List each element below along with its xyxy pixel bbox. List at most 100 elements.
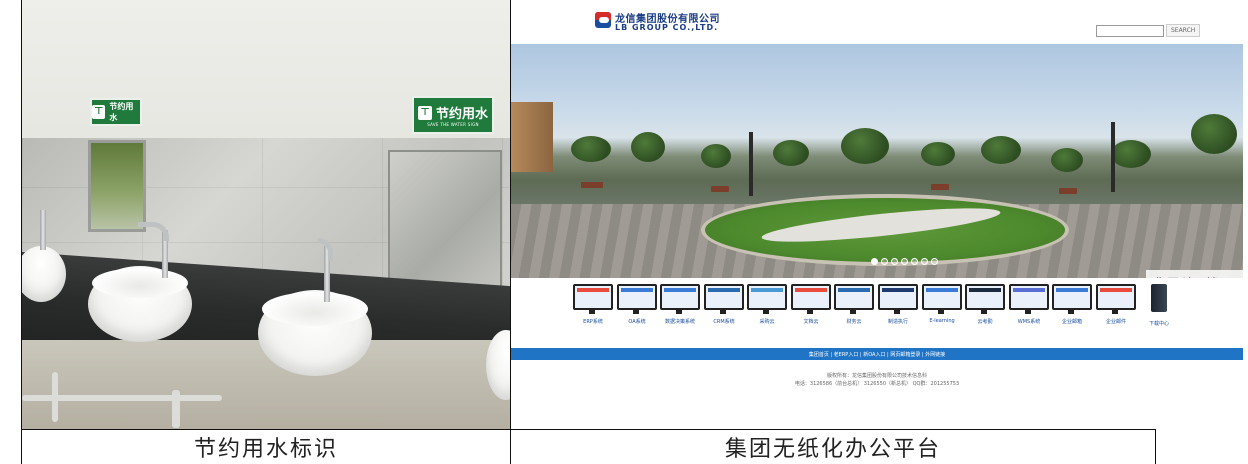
system-link[interactable]: CRM系统 (702, 284, 746, 325)
monitor-icon (747, 284, 787, 314)
system-link[interactable]: 数据决策系统 (658, 284, 702, 325)
faucet-icon: ⊤ (417, 105, 432, 120)
bonsai-pot (711, 186, 729, 192)
slider-dot[interactable] (881, 258, 888, 265)
system-link[interactable]: 云考勤 (963, 284, 1007, 325)
monitor-screen-bar (1100, 288, 1132, 292)
system-link-label: 云考勤 (977, 319, 993, 325)
system-link[interactable]: ERP系统 (571, 284, 615, 325)
drain-pipe (22, 395, 222, 401)
slider-dot[interactable] (921, 258, 928, 265)
portal-header: 龙信集团股份有限公司 LB GROUP CO.,LTD. SEARCH (511, 0, 1243, 44)
monitor-icon (922, 284, 962, 314)
search-input[interactable] (1096, 25, 1164, 37)
building (511, 102, 553, 172)
footer-contact: 电话：3126586（前台总机） 3126550（新总机） QQ群：201255… (794, 381, 960, 387)
system-link-label: 企业邮件 (1105, 319, 1126, 325)
system-link[interactable]: 下载中心 (1137, 284, 1181, 327)
footer-copyright: 版权所有：龙信集团股份有限公司技术信息科 (826, 373, 927, 379)
bonsai-pot (581, 182, 603, 188)
system-link[interactable]: WMS系统 (1007, 284, 1051, 325)
bonsai-pot (931, 184, 949, 190)
monitor-icon (878, 284, 918, 314)
sign-small-text: 节约用水 (109, 102, 134, 122)
monitor-screen-bar (708, 288, 740, 292)
monitor-icon (791, 284, 831, 314)
system-link-label: 财务云 (846, 319, 862, 325)
bonsai-tree (571, 136, 611, 162)
monitor-icon (1009, 284, 1049, 314)
system-link[interactable]: 采购云 (745, 284, 789, 325)
system-link[interactable]: 制造执行 (876, 284, 920, 325)
faucet (162, 230, 168, 278)
bonsai-tree (841, 128, 889, 164)
monitor-icon (1052, 284, 1092, 314)
monitor-icon (704, 284, 744, 314)
company-name-cn: 龙信集团股份有限公司 (615, 14, 720, 25)
system-link[interactable]: 企业邮箱 (1050, 284, 1094, 325)
monitor-screen-bar (1013, 288, 1045, 292)
monitor-screen-bar (621, 288, 653, 292)
system-link[interactable]: 财务云 (832, 284, 876, 325)
faucet-spout (318, 238, 333, 261)
system-link-label: OA系统 (628, 319, 646, 325)
slider-dot[interactable] (911, 258, 918, 265)
monitor-icon (965, 284, 1005, 314)
bonsai-tree (1191, 114, 1237, 154)
washroom-scene: ⊤ 节约用水 ⊤ 节约用水 SAVE THE WATER SIGN (22, 0, 510, 429)
water-saving-sign-small: ⊤ 节约用水 (90, 98, 142, 126)
slider-dot[interactable] (931, 258, 938, 265)
system-link-label: CRM系统 (713, 319, 735, 325)
bonsai-pot (1059, 188, 1077, 194)
bonsai-tree (631, 132, 665, 162)
sink (22, 246, 66, 302)
slider-dot[interactable] (901, 258, 908, 265)
system-link[interactable]: 文档云 (789, 284, 833, 325)
slider-dot[interactable] (891, 258, 898, 265)
bonsai-tree (701, 144, 731, 168)
monitor-screen-bar (882, 288, 914, 292)
faucet-icon: ⊤ (92, 105, 106, 119)
caption-right: 集团无纸化办公平台 (510, 429, 1156, 464)
faucet (324, 246, 330, 302)
system-link-label: WMS系统 (1017, 319, 1041, 325)
water-saving-sign-large: ⊤ 节约用水 SAVE THE WATER SIGN (412, 96, 494, 134)
sign-large-subtext: SAVE THE WATER SIGN (427, 122, 479, 127)
sign-large-text: 节约用水 (435, 107, 488, 122)
bonsai-tree (1051, 148, 1083, 172)
banner-slider[interactable]: 集团科研楼 (511, 44, 1243, 278)
monitor-icon (573, 284, 613, 314)
monitor-icon (617, 284, 657, 314)
sink-basin (92, 268, 188, 298)
company-name-en: LB GROUP CO.,LTD. (615, 23, 719, 32)
window (88, 140, 146, 232)
bonsai-tree (1111, 140, 1151, 168)
system-link-label: 采购云 (759, 319, 775, 325)
faucet (40, 210, 46, 250)
system-link[interactable]: 企业邮件 (1094, 284, 1138, 325)
sink-basin (262, 292, 368, 326)
bonsai-tree (773, 140, 809, 166)
search-button[interactable]: SEARCH (1166, 24, 1201, 37)
monitor-screen-bar (795, 288, 827, 292)
monitor-screen-bar (664, 288, 696, 292)
monitor-icon (660, 284, 700, 314)
monitor-screen-bar (1056, 288, 1088, 292)
monitor-icon (1096, 284, 1136, 314)
mirror (388, 150, 502, 288)
system-link[interactable]: E-learning (920, 284, 964, 324)
slider-dot[interactable] (871, 258, 878, 265)
paperless-platform-screenshot: 龙信集团股份有限公司 LB GROUP CO.,LTD. SEARCH (510, 0, 1243, 430)
banner-caption: 集团科研楼 (1146, 270, 1243, 278)
monitor-screen-bar (969, 288, 1001, 292)
system-link[interactable]: OA系统 (615, 284, 659, 325)
drain-pipe (172, 390, 180, 428)
slider-dots[interactable] (871, 258, 938, 265)
system-link-label: 文档云 (803, 319, 819, 325)
footer-nav-bar[interactable]: 集团首页 | 老ERP入口 | 新OA入口 | 网页邮箱登录 | 外网链接 (511, 348, 1243, 360)
system-link-label: 企业邮箱 (1061, 319, 1082, 325)
portal-page: 龙信集团股份有限公司 LB GROUP CO.,LTD. SEARCH (511, 0, 1243, 430)
sign-large-row: ⊤ 节约用水 (417, 103, 488, 122)
bonsai-tree (921, 142, 955, 166)
